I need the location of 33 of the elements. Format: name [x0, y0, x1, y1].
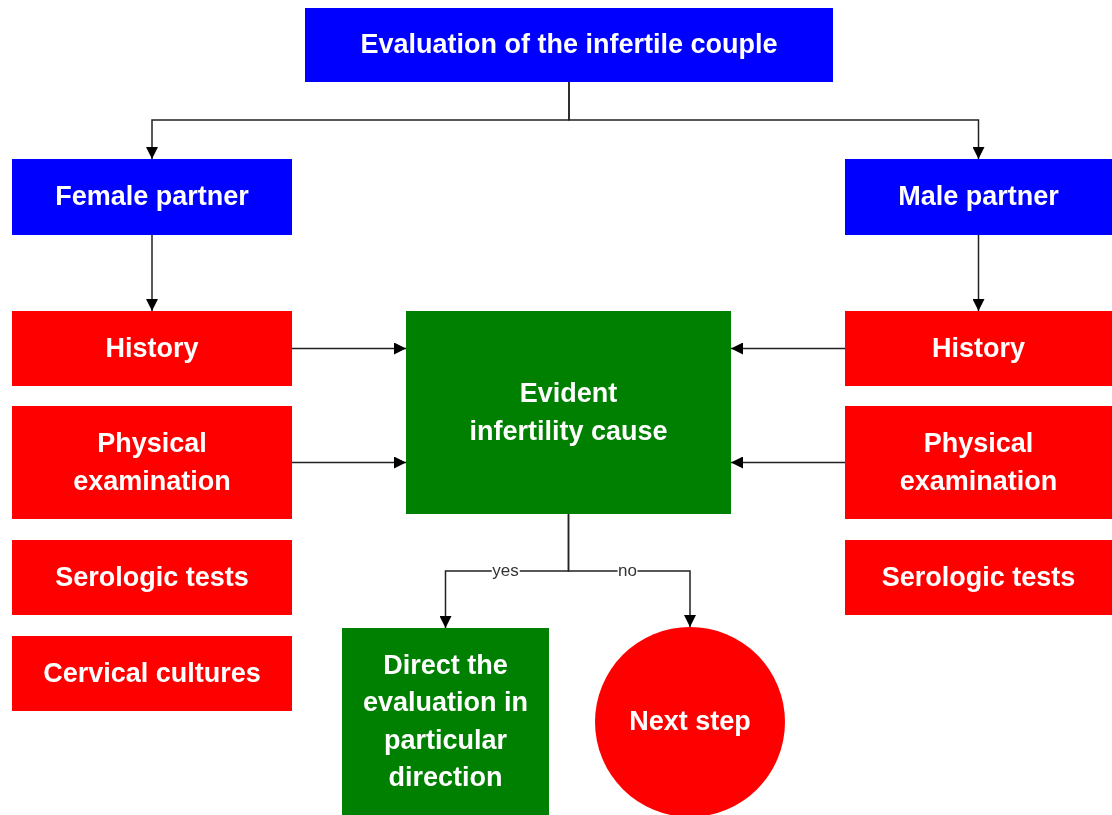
- node-label: Evident infertility cause: [468, 377, 669, 448]
- arrow: [567, 513, 696, 628]
- arrow: [730, 456, 846, 469]
- arrow: [972, 234, 985, 312]
- arrow: [568, 81, 985, 160]
- node-label: Next step: [628, 705, 752, 739]
- process-box: [342, 628, 549, 815]
- node-label: Physical examination: [898, 427, 1059, 498]
- arrow: [146, 234, 158, 312]
- process-box: [305, 8, 833, 82]
- node-label: Female partner: [54, 180, 250, 214]
- node-label: History: [931, 331, 1026, 365]
- node-label: Evaluation of the infertile couple: [359, 28, 779, 62]
- process-box: [12, 159, 292, 235]
- process-box: [845, 540, 1112, 615]
- node-label: Cervical cultures: [42, 656, 262, 690]
- process-box: [12, 636, 292, 711]
- arrow: [730, 342, 846, 355]
- node-label: Physical examination: [72, 427, 232, 498]
- process-box: [845, 311, 1112, 386]
- node-label: Serologic tests: [54, 560, 250, 594]
- node-label: History: [104, 331, 200, 365]
- node-label: Male partner: [897, 180, 1060, 214]
- arrow: [291, 456, 407, 469]
- arrow: [291, 342, 407, 355]
- process-box: [12, 406, 292, 519]
- process-box: [12, 311, 292, 386]
- process-box: [406, 311, 731, 514]
- process-box: [845, 159, 1112, 235]
- node-label: Direct the evaluation in particular direction: [361, 649, 529, 794]
- node-label: Serologic tests: [880, 560, 1077, 594]
- process-box: [12, 540, 292, 615]
- process-box: [845, 406, 1112, 519]
